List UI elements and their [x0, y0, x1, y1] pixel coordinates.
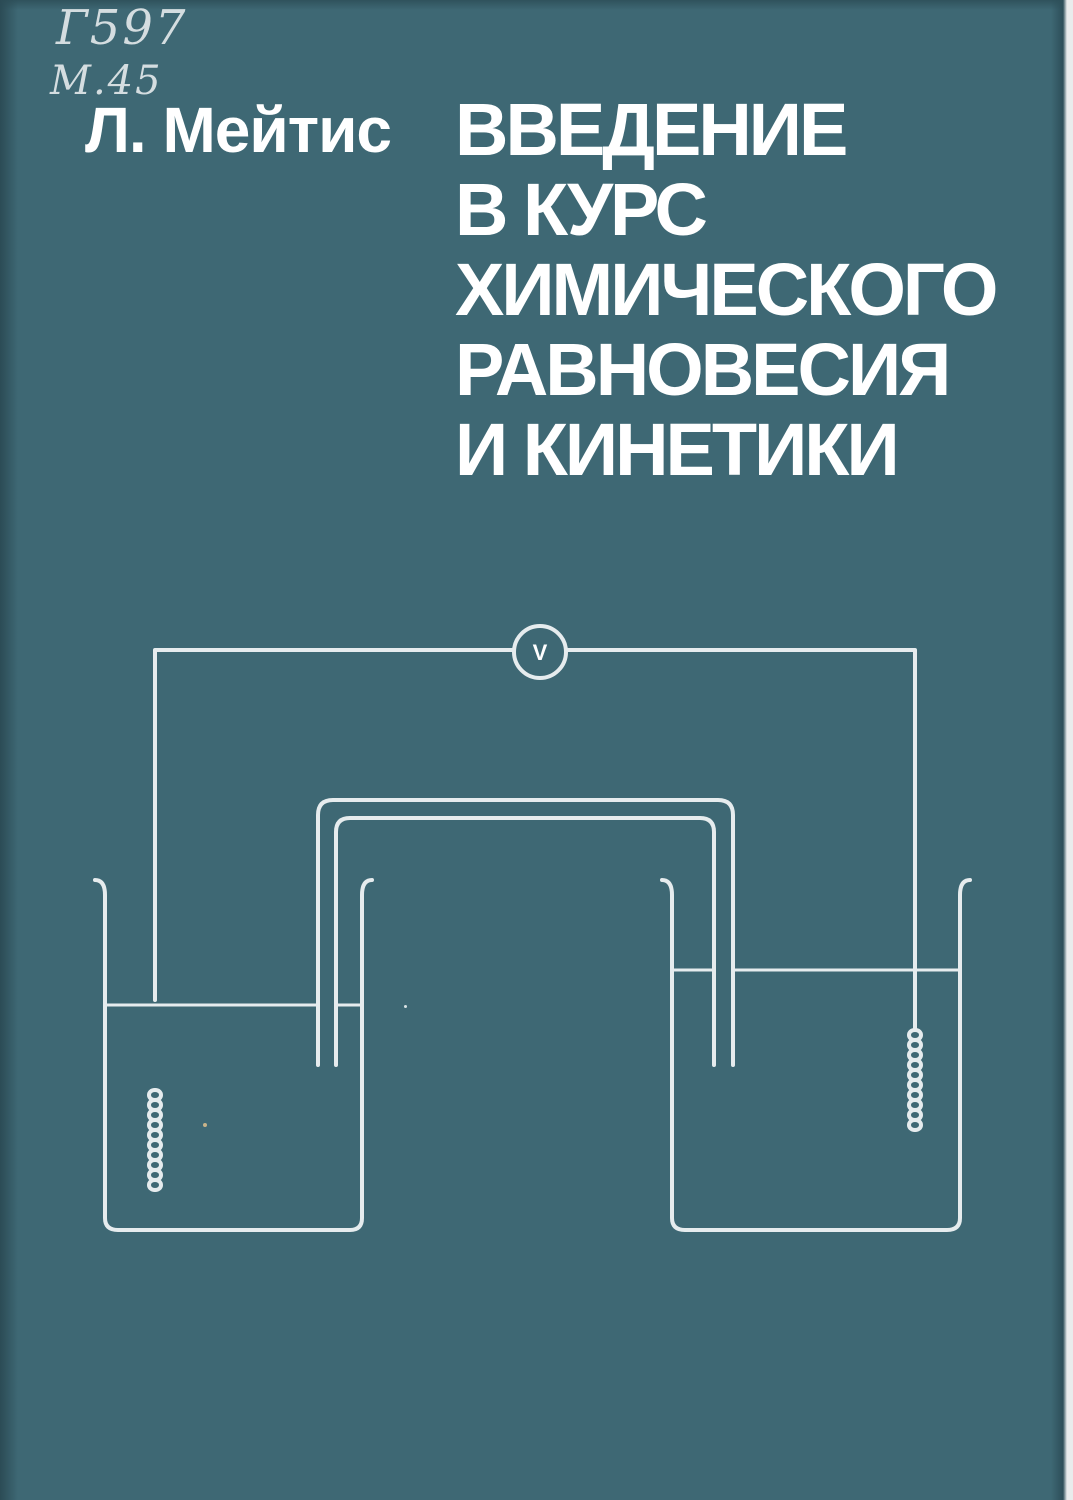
author-name: Л. Мейтис: [85, 94, 392, 166]
circuit-wire: [153, 648, 917, 1032]
title-line-1: ВВЕДЕНИЕ: [455, 88, 848, 171]
title-line-2: В КУРС: [455, 168, 708, 251]
cover-left-edge-shadow: [0, 0, 18, 1500]
left-beaker: [93, 878, 374, 1232]
library-shelf-mark-line2: М.45: [50, 58, 163, 104]
book-title: ВВЕДЕНИЕ В КУРС ХИМИЧЕСКОГО РАВНОВЕСИЯ И…: [455, 90, 1055, 490]
library-shelf-mark-line1: Г597: [56, 0, 188, 56]
voltmeter-icon: V: [512, 624, 568, 680]
right-beaker: [660, 878, 972, 1232]
salt-bridge: [316, 798, 735, 1067]
left-electrode-coil-icon: [147, 1088, 163, 1192]
surface-speck: [203, 1123, 207, 1127]
surface-speck: [404, 1005, 407, 1008]
title-line-3: ХИМИЧЕСКОГО: [455, 248, 998, 331]
cover-top-edge-shadow: [0, 0, 1073, 10]
title-line-5: И КИНЕТИКИ: [455, 408, 900, 491]
right-electrode-coil-icon: [907, 1028, 923, 1132]
cover-right-edge: [1051, 0, 1073, 1500]
voltmeter-label: V: [533, 640, 548, 665]
title-line-4: РАВНОВЕСИЯ: [455, 328, 951, 411]
